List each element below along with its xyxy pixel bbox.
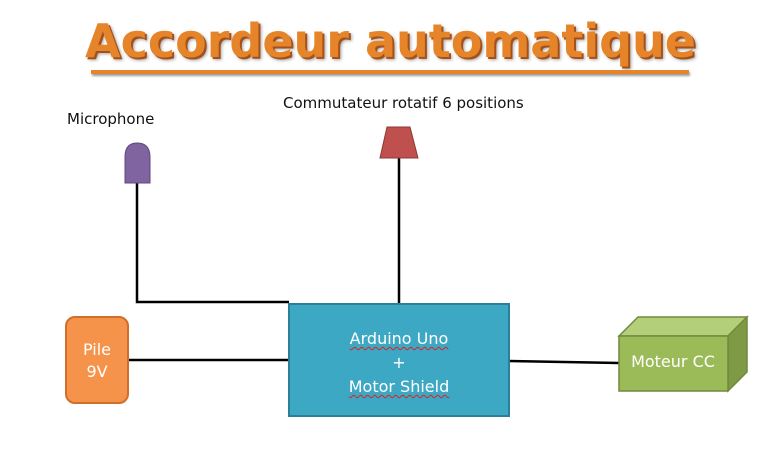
motor-label: Moteur CC — [631, 352, 715, 371]
microphone-icon — [124, 142, 151, 184]
rotary-switch-icon — [379, 126, 419, 159]
battery-block: Pile 9V — [65, 316, 129, 404]
arduino-line3: Motor Shield — [348, 377, 450, 396]
microphone-label: Microphone — [67, 110, 155, 128]
battery-line1: Pile — [82, 340, 112, 359]
arduino-line2: + — [392, 353, 406, 372]
motor-box-icon — [617, 315, 749, 393]
microphone-wire — [135, 183, 289, 304]
diagram-title: Accordeur automatique — [85, 14, 696, 68]
title-underline — [91, 70, 689, 74]
switch-label: Commutateur rotatif 6 positions — [283, 94, 524, 112]
motor-wire — [508, 359, 620, 365]
arduino-block: Arduino Uno + Motor Shield — [288, 303, 510, 417]
arduino-line1: Arduino Uno — [349, 329, 449, 348]
battery-line2: 9V — [86, 362, 108, 381]
